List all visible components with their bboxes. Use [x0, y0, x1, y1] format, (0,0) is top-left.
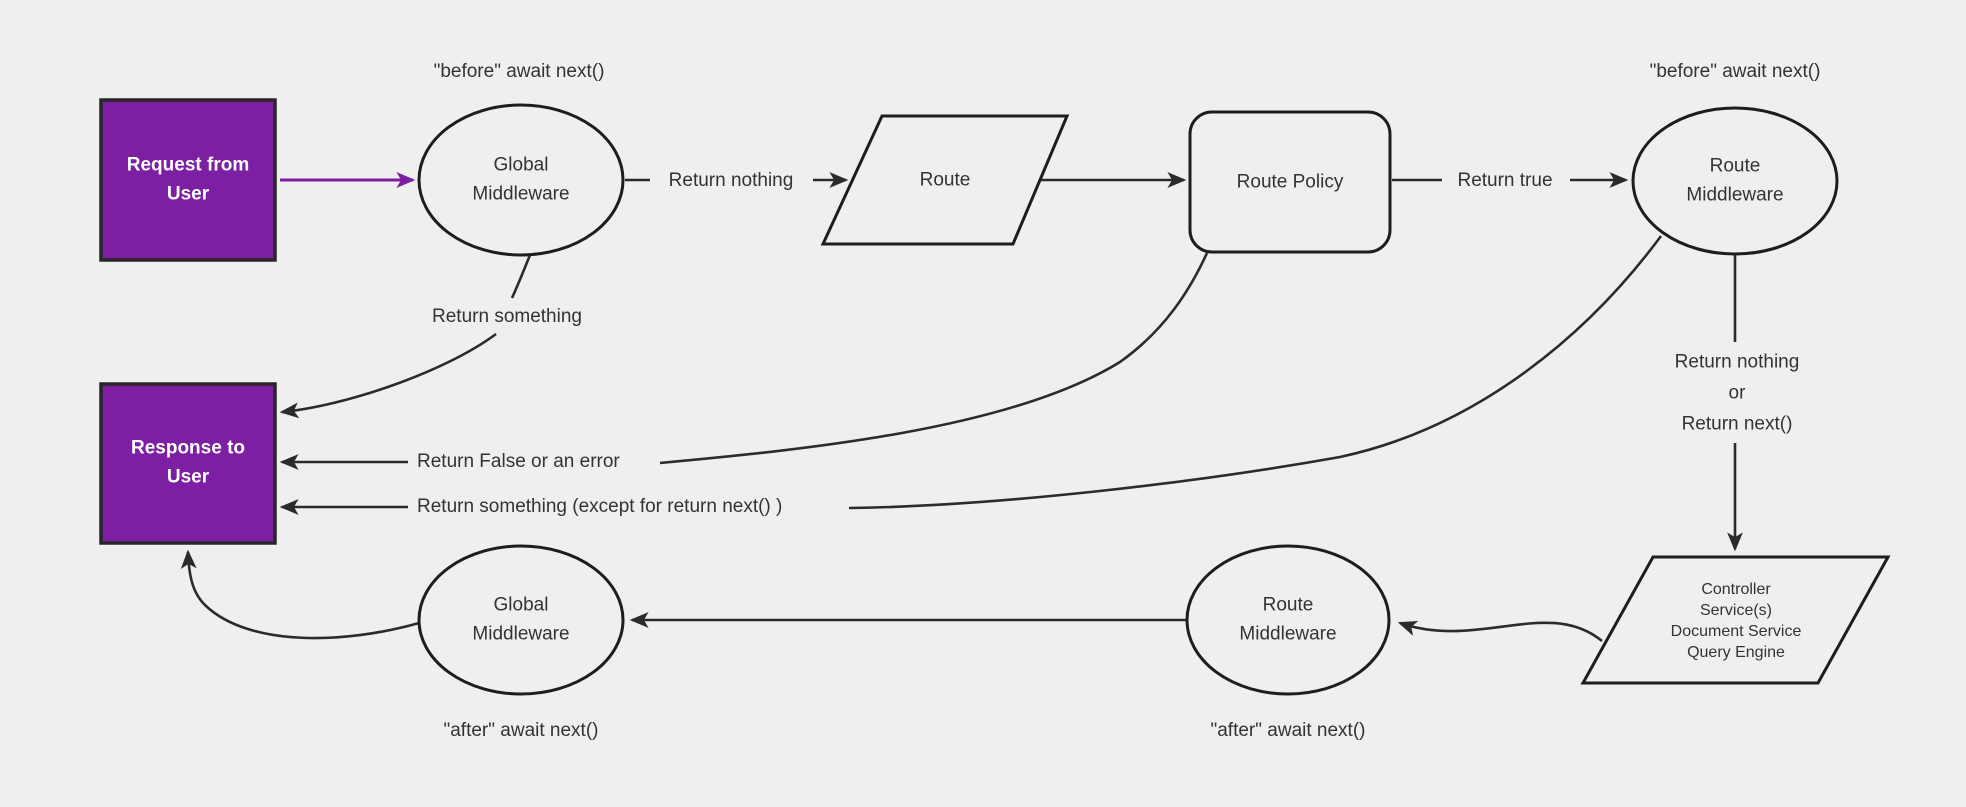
node-route-middleware-bottom-shape	[1185, 544, 1391, 696]
node-request-from-user-box	[99, 98, 277, 262]
node-response-to-user-box	[99, 382, 277, 545]
edge-return-false-start	[659, 252, 1209, 465]
node-global-middleware-bottom-shape	[417, 544, 625, 696]
edge-global-middleware-bottom-to-response	[180, 549, 420, 640]
node-route-shape	[820, 114, 1070, 246]
node-route-middleware-top-shape	[1631, 106, 1839, 256]
edge-controller-to-route-middleware-bottom	[1397, 620, 1603, 643]
node-route-policy-shape	[1188, 110, 1392, 254]
edge-return-something-start	[510, 254, 532, 299]
edge-return-something-except-start	[848, 235, 1663, 510]
edge-return-something-end	[279, 332, 497, 419]
node-controller-shape	[1580, 555, 1891, 685]
node-global-middleware-top-shape	[417, 103, 625, 257]
